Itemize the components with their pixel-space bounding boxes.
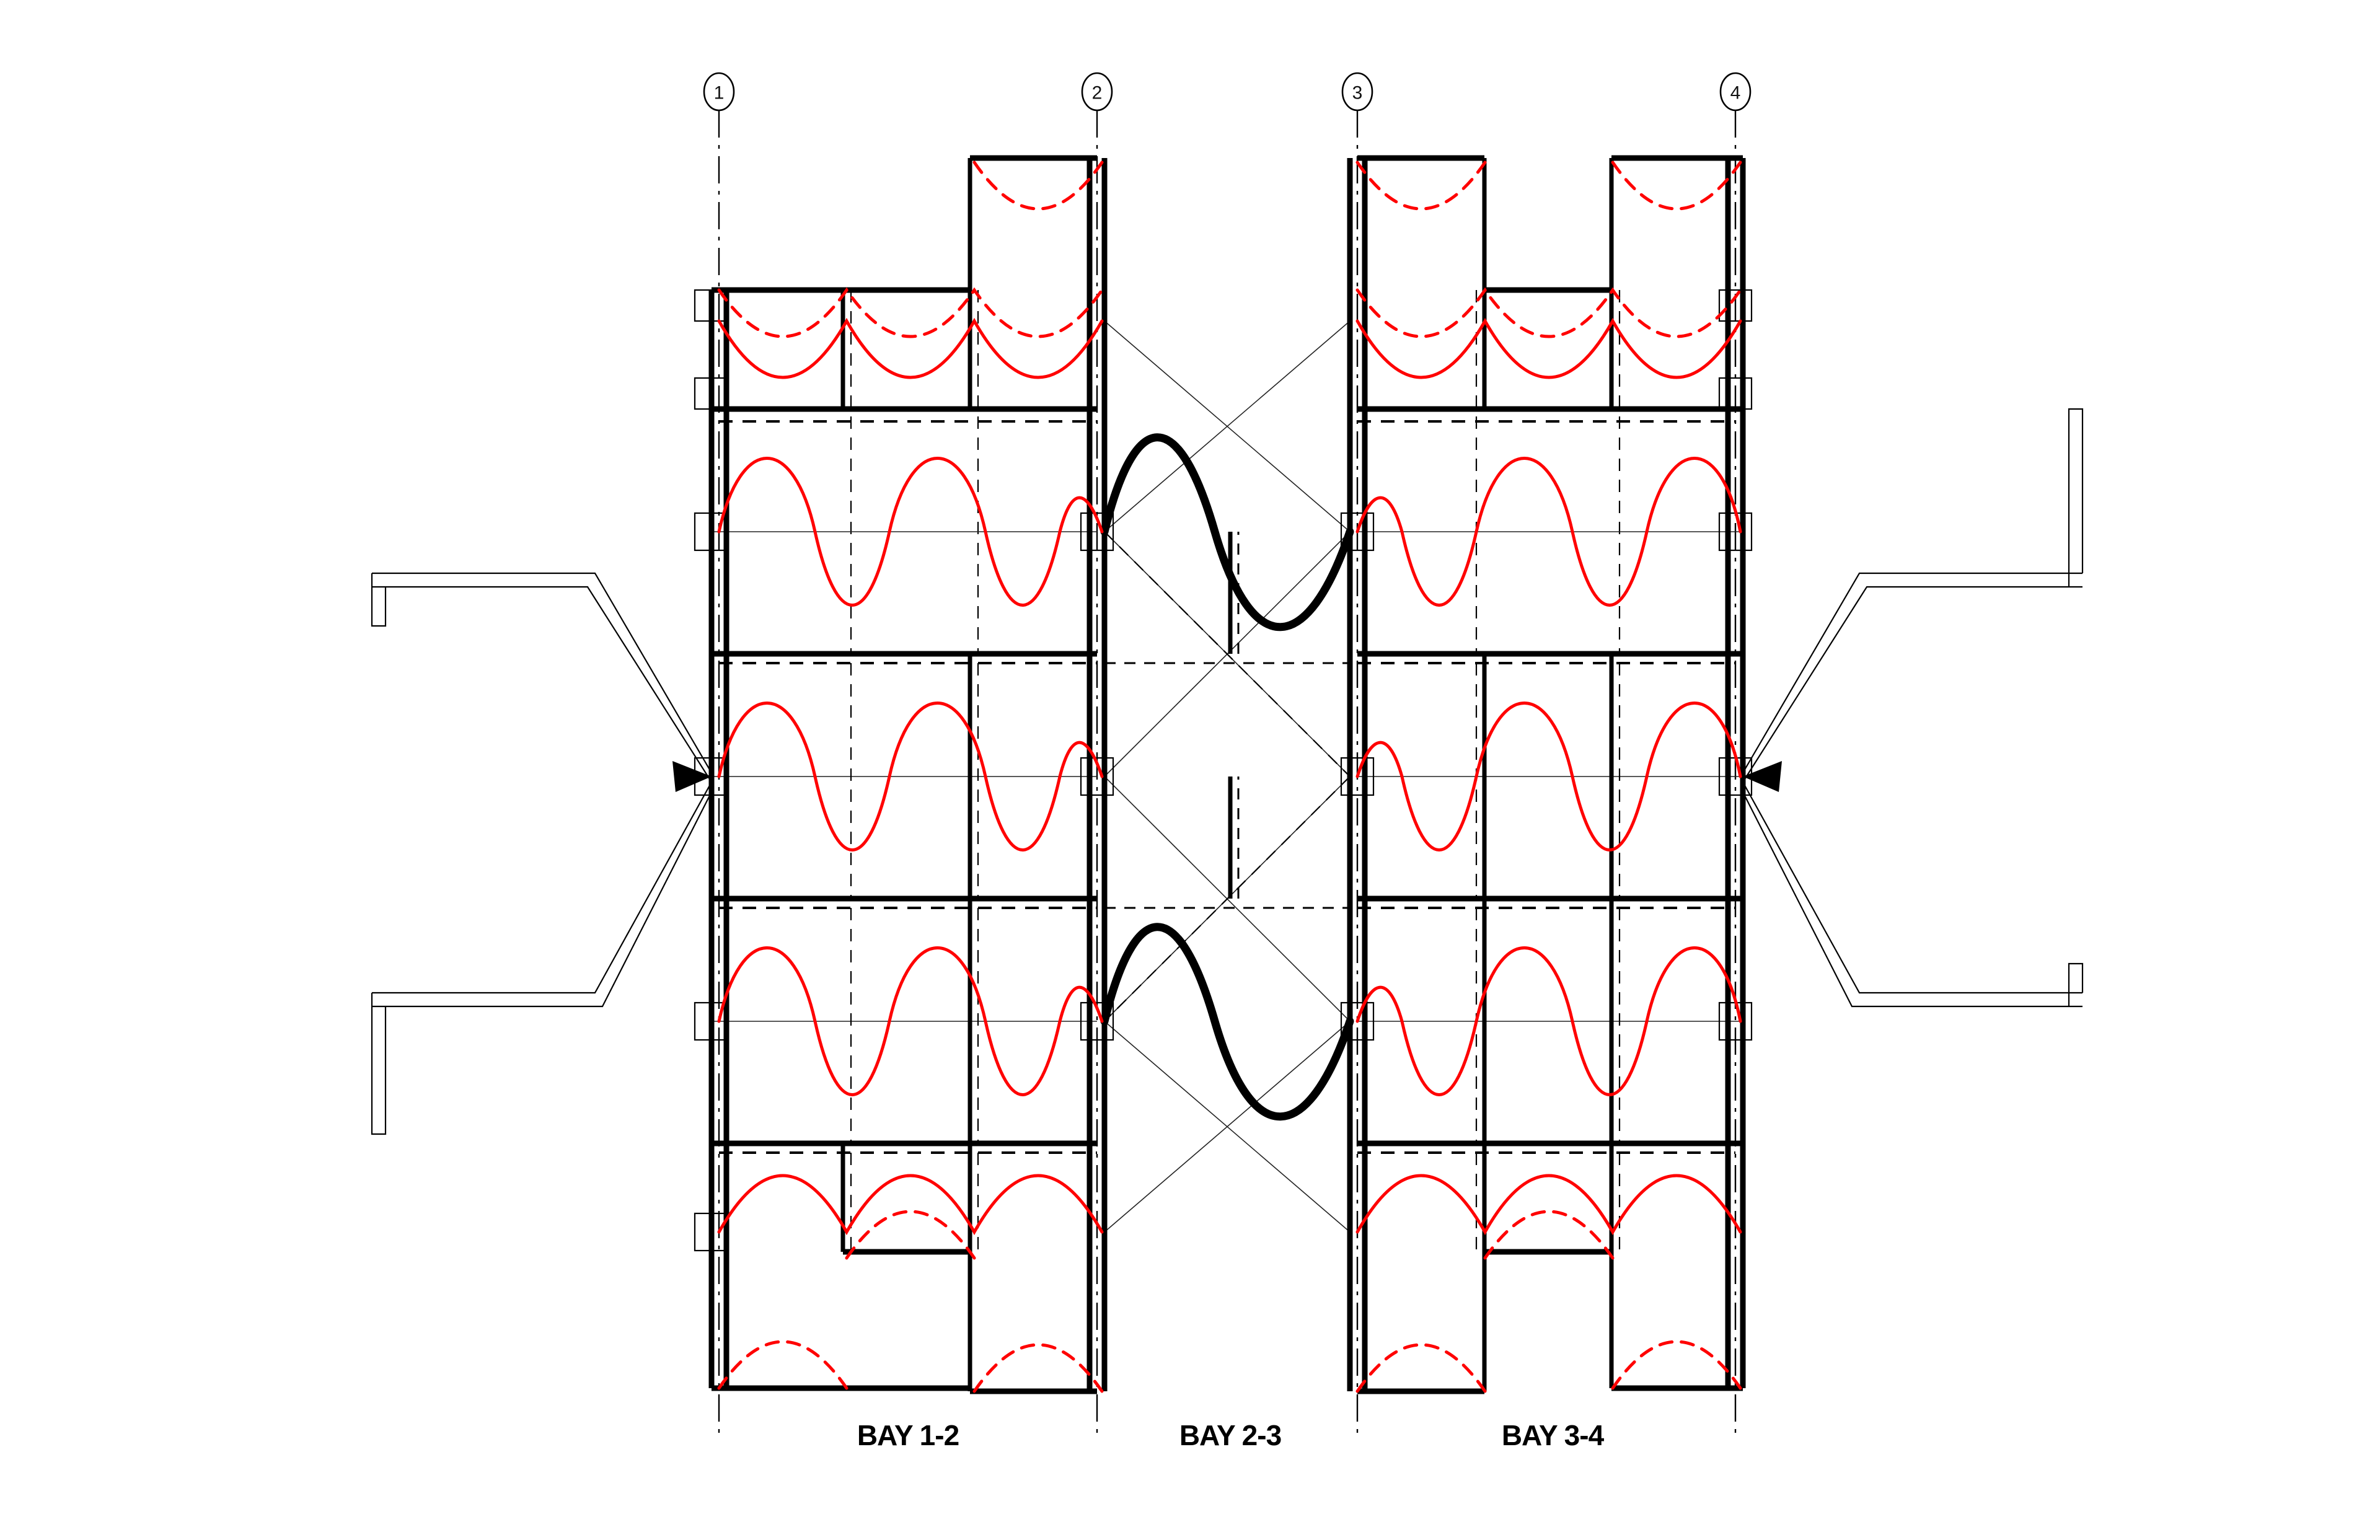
tendon-dashed-bottom bbox=[1483, 1210, 1615, 1260]
leader-line-right-upper bbox=[1742, 586, 2082, 783]
anchor-pad bbox=[1340, 1001, 1375, 1041]
tendon-solid-upper bbox=[717, 457, 1104, 607]
grid-bubble-group: 1 2 3 4 bbox=[703, 72, 1752, 112]
tendon-dashed-parapet bbox=[1611, 161, 1742, 211]
center-bay-tendon-waves bbox=[1100, 433, 1354, 1121]
grid-bubble-label: 4 bbox=[1730, 83, 1741, 103]
leader-hook-left-lower bbox=[371, 993, 387, 1135]
tendon-solid-mid bbox=[1355, 702, 1742, 851]
anchor-pad bbox=[694, 289, 728, 322]
gridline-group bbox=[718, 110, 1737, 1438]
grid-bubble-4[interactable]: 4 bbox=[1719, 72, 1752, 112]
column-group bbox=[708, 158, 1746, 1391]
grid-bubble-circle bbox=[1719, 72, 1752, 112]
left-leader-group bbox=[371, 572, 712, 1135]
leader-line-left-lower bbox=[372, 791, 712, 1008]
anchor-pad bbox=[1718, 377, 1753, 410]
anchor-pad-group bbox=[694, 289, 1753, 1252]
tendon-solid-top bbox=[1355, 317, 1742, 379]
tendon-solid-bottom bbox=[1355, 1174, 1742, 1236]
bay-label-2-3: BAY 2-3 bbox=[1179, 1419, 1281, 1451]
tendon-dashed-top bbox=[717, 287, 1104, 338]
anchor-pad bbox=[1080, 1001, 1114, 1041]
anchor-pad bbox=[1340, 512, 1375, 552]
anchor-pad bbox=[1080, 757, 1114, 796]
tendon-solid-top bbox=[717, 317, 1104, 379]
black-wave-lower bbox=[1100, 923, 1354, 1121]
brace-diagonal-hidden bbox=[1104, 531, 1351, 777]
brace-diagonal-hidden bbox=[1104, 776, 1351, 1022]
tendon-dashed-base bbox=[717, 1340, 848, 1390]
tendon-dashed-parapet bbox=[1355, 161, 1487, 211]
leader-arrowhead-right bbox=[1743, 761, 1782, 792]
leader-line-left-lower bbox=[372, 781, 712, 994]
leader-line-left-upper bbox=[372, 586, 712, 783]
anchor-pad bbox=[694, 377, 728, 410]
tendon-solid-mid bbox=[717, 702, 1104, 851]
tendon-dashed-top bbox=[1355, 287, 1742, 338]
tendon-solid-bottom bbox=[717, 1174, 1104, 1236]
leader-line-right-upper bbox=[1742, 572, 2082, 773]
leader-hook-right-upper bbox=[2068, 408, 2084, 587]
tendon-dashed-base bbox=[1611, 1340, 1742, 1390]
grid-bubble-circle bbox=[1341, 72, 1373, 112]
anchor-pad bbox=[694, 512, 728, 552]
bay-1-2-structure bbox=[712, 155, 1097, 1394]
grid-bubble-label: 1 bbox=[714, 83, 725, 103]
tendon-dashed-parapet bbox=[972, 161, 1104, 211]
right-leader-group bbox=[1742, 408, 2084, 1008]
leader-arrowhead-left bbox=[672, 761, 712, 792]
leader-line-left-upper bbox=[372, 572, 712, 773]
anchor-pad bbox=[694, 1212, 728, 1252]
grid-bubble-3[interactable]: 3 bbox=[1341, 72, 1373, 112]
center-bay-bracing bbox=[1104, 320, 1351, 1233]
leader-hook-left-upper bbox=[371, 573, 387, 627]
grid-bubble-1[interactable]: 1 bbox=[703, 72, 735, 112]
bay-label-1-2: BAY 1-2 bbox=[857, 1419, 959, 1451]
tendon-solid-lower bbox=[717, 946, 1104, 1096]
anchor-pad bbox=[694, 1001, 728, 1041]
tendon-solid-upper bbox=[1355, 457, 1742, 607]
anchor-pad bbox=[1080, 512, 1114, 552]
tendon-dashed-bottom bbox=[845, 1210, 976, 1260]
black-wave-upper bbox=[1100, 433, 1354, 631]
grid-bubble-2[interactable]: 2 bbox=[1081, 72, 1113, 112]
tendon-profile-group bbox=[717, 161, 1742, 1393]
tendon-solid-lower bbox=[1355, 946, 1742, 1096]
grid-bubble-label: 3 bbox=[1352, 83, 1363, 103]
brace-diagonal bbox=[1104, 320, 1351, 532]
tendon-dashed-base bbox=[972, 1343, 1104, 1393]
grid-bubble-circle bbox=[1081, 72, 1113, 112]
grid-bubble-circle bbox=[703, 72, 735, 112]
anchor-pad bbox=[1718, 289, 1753, 322]
brace-diagonal bbox=[1104, 1021, 1351, 1233]
grid-bubble-label: 2 bbox=[1092, 83, 1103, 103]
tendon-dashed-base bbox=[1355, 1343, 1487, 1393]
bay-3-4-structure bbox=[1357, 155, 1743, 1394]
leader-line-right-lower bbox=[1742, 791, 2082, 1008]
bay-label-group: BAY 1-2 BAY 2-3 BAY 3-4 bbox=[857, 1419, 1605, 1451]
anchor-pad bbox=[1340, 757, 1375, 796]
leader-line-right-lower bbox=[1742, 781, 2082, 994]
bay-label-3-4: BAY 3-4 bbox=[1502, 1419, 1605, 1451]
leader-hook-right-lower bbox=[2068, 962, 2084, 1006]
